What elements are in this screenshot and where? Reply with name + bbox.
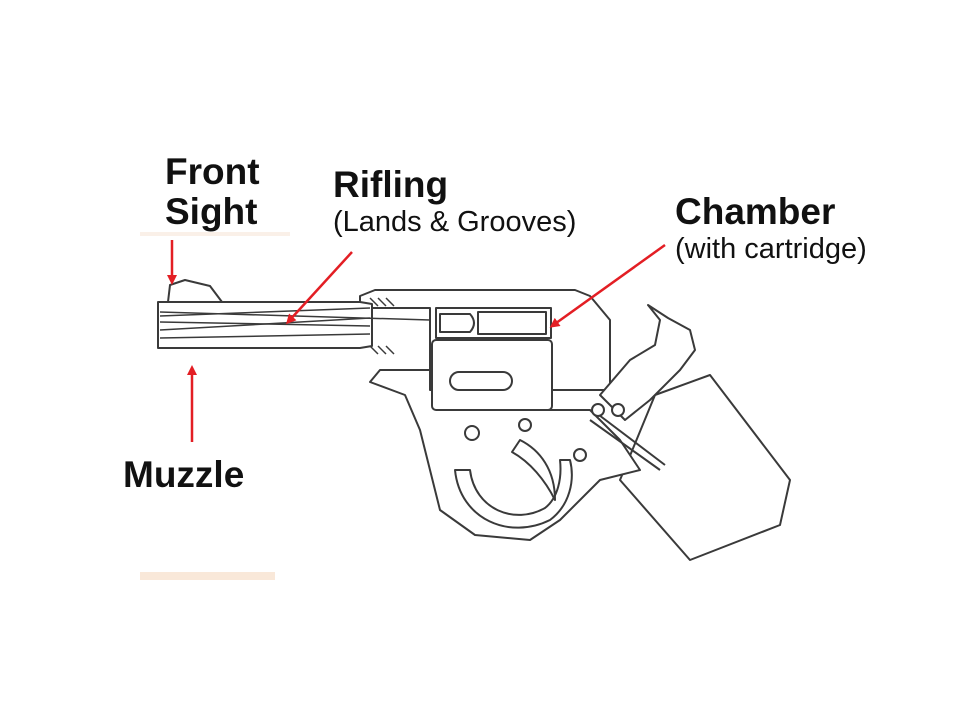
rifling-subtitle: (Lands & Grooves): [333, 206, 577, 238]
trigger-guard: [454, 459, 573, 529]
muzzle-title: Muzzle: [123, 454, 245, 495]
rifling-arrow: [285, 251, 353, 325]
frame-screw: [464, 425, 480, 441]
chamber-label: Chamber (with cartridge): [675, 192, 867, 266]
background-smudge: [140, 572, 275, 580]
mainspring: [589, 411, 666, 471]
hammer: [599, 304, 696, 421]
rifling-title: Rifling: [333, 164, 449, 205]
muzzle-label: Muzzle: [123, 455, 244, 495]
front-sight-label-line2: Sight: [165, 191, 258, 232]
chamber-subtitle: (with cartridge): [675, 233, 867, 265]
background-smudge: [140, 232, 290, 236]
front-sight-label: Front Sight: [165, 152, 260, 232]
front-sight: [167, 279, 223, 303]
pivot-pin: [573, 448, 587, 462]
cartridge: [439, 313, 475, 333]
barrel-threads: [369, 297, 395, 355]
chamber-arrow: [549, 243, 666, 328]
pivot-pin: [591, 403, 605, 417]
chamber-title: Chamber: [675, 191, 836, 232]
trigger: [511, 439, 556, 501]
pivot-pin: [518, 418, 532, 432]
cartridge-case: [477, 311, 547, 335]
front-sight-label-line1: Front: [165, 151, 260, 192]
cylinder-flute: [449, 371, 513, 391]
grip: [619, 374, 791, 561]
rifling-label: Rifling (Lands & Grooves): [333, 165, 576, 239]
pivot-pin: [611, 403, 625, 417]
